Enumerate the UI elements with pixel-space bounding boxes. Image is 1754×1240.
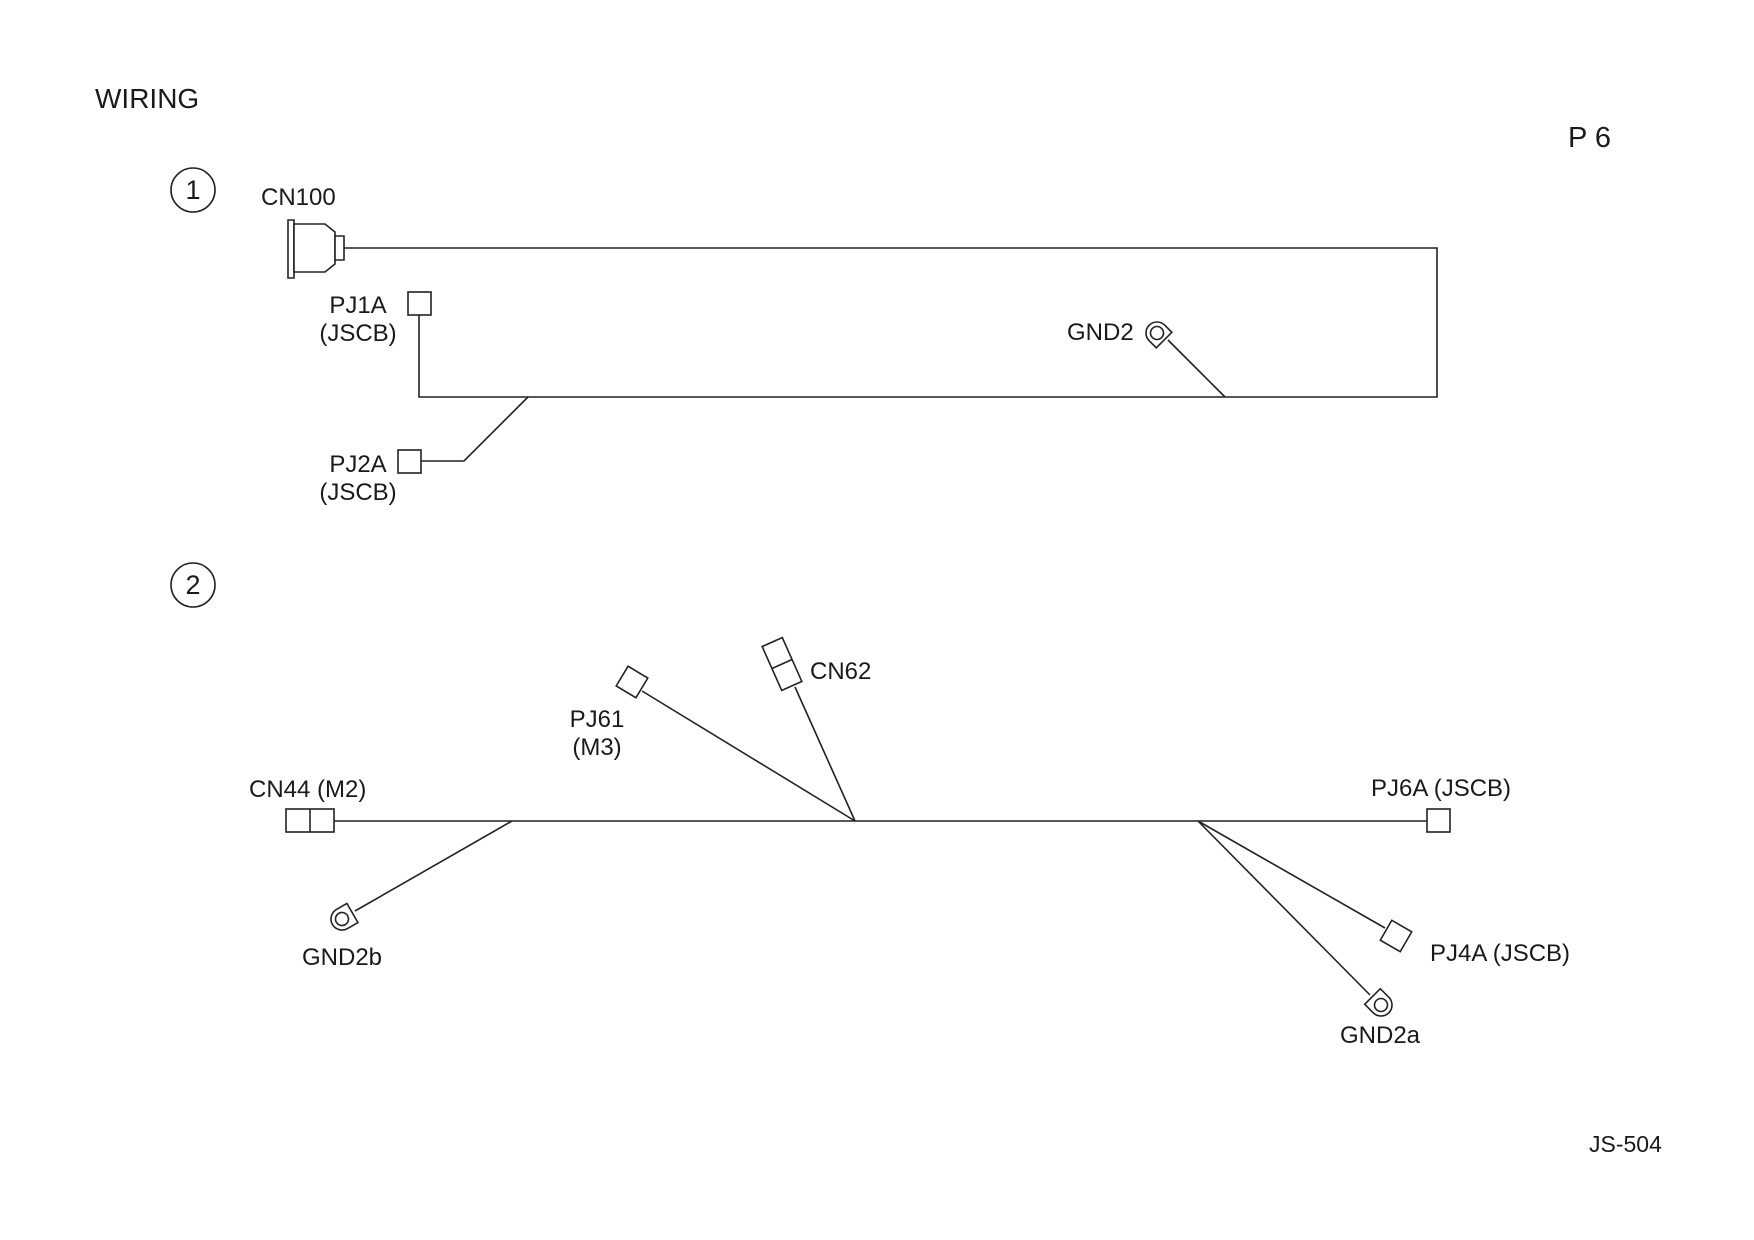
pj1a-connector-icon [407,291,432,316]
page-number: P 6 [1568,122,1612,154]
pj4a-label: PJ4A (JSCB) [1430,940,1571,967]
pj61-connector-icon [615,665,649,699]
gnd2-branch-wire [1167,339,1226,398]
pj6a-connector-icon [1426,808,1451,833]
harness-1-trunk [344,247,1438,398]
gnd2a-ground-terminal-icon [1363,987,1393,1017]
pj2a-connector-icon [397,449,422,474]
pj4a-connector-icon [1379,919,1413,953]
page-title: WIRING [95,83,200,114]
svg-text:1: 1 [185,175,200,205]
pj61-label: PJ61 (M3) [552,706,642,762]
cn62-label: CN62 [810,658,872,685]
gnd2b-ground-terminal-icon [330,902,359,931]
cn100-label: CN100 [261,184,336,211]
pj61-label-line1: PJ61 [569,706,625,733]
pj2a-branch-wire [421,396,529,462]
pj6a-label: PJ6A (JSCB) [1371,775,1512,802]
harness-2: 2 [170,562,1451,1017]
cn100-connector-icon [287,219,345,279]
pj1a-label-line2: (JSCB) [319,320,397,347]
pj4a-branch-wire [1197,820,1386,929]
cn62-connector-icon [761,636,803,692]
gnd2-ground-terminal-icon [1145,321,1173,349]
pj2a-label-line2: (JSCB) [319,479,397,506]
pj1a-label-line1: PJ1A [329,292,387,319]
pj2a-label: PJ2A (JSCB) [313,451,403,507]
pj61-branch-wire [641,690,856,822]
pj1a-label: PJ1A (JSCB) [313,292,403,348]
gnd2a-branch-wire [1197,820,1371,996]
harness-number-badge: 1 [170,167,216,213]
pj61-label-line2: (M3) [572,734,622,761]
gnd2b-label: GND2b [302,944,383,971]
cn44-connector-icon [285,808,335,833]
harness-1: 1 [170,167,1438,474]
gnd2b-branch-wire [354,820,513,912]
harness-number-badge: 2 [170,562,216,608]
document-code: JS-504 [1589,1131,1662,1157]
gnd2-label: GND2 [1067,319,1134,346]
gnd2a-label: GND2a [1340,1022,1421,1049]
pj2a-label-line1: PJ2A [329,451,387,478]
cn62-branch-wire [794,686,856,822]
svg-text:2: 2 [185,570,200,600]
cn44-label: CN44 (M2) [249,776,367,803]
